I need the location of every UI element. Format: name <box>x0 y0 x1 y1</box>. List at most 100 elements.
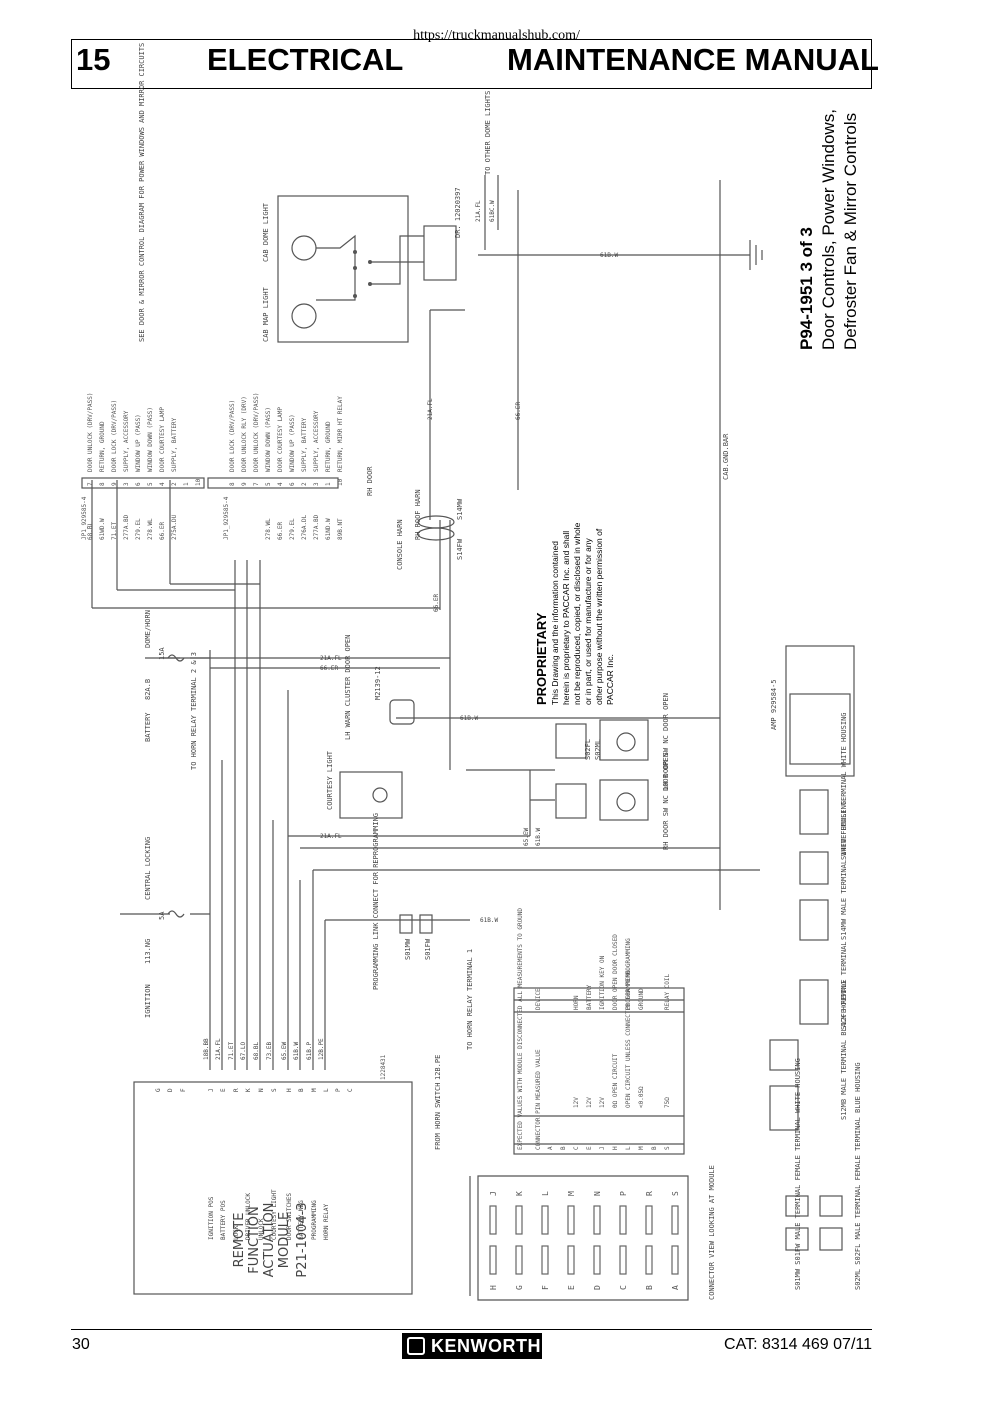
housing-s14mw-label: S14MW MALE TERMINAL WHITE HOUSING <box>840 801 848 940</box>
table-text: EXPECTED VALUES WITH MODULE DISCONNECTED… <box>517 908 671 1150</box>
dome-internal-wires <box>316 234 356 301</box>
module-spare-pin: G <box>155 1088 162 1092</box>
svg-text:REMOTE: REMOTE <box>232 1213 247 1268</box>
table-cell: A <box>547 1146 554 1150</box>
module-name-text: REMOTE FUNCTION ACTUATION MODULE P21-100… <box>232 1202 310 1277</box>
jp1-pin-number: 6 <box>289 482 296 486</box>
chapter-number: 15 <box>76 42 111 77</box>
fuse-5a-label: 5A <box>158 911 166 920</box>
module-pin-label: PROGRAMMING <box>311 1200 318 1240</box>
table-cell: <0.05Ω <box>638 1086 645 1108</box>
lh-warn-ref-label: M2139-12 <box>374 666 382 700</box>
dome-connector-label: DR. 12020397 <box>454 187 462 238</box>
module-pin-label: BATTERY NEG <box>298 1200 305 1240</box>
rh-roof-harn-label: RH ROOF HARN <box>414 489 422 540</box>
jp1-pin-number: 3 <box>123 482 130 486</box>
wire-66-er-a: 66.ER <box>320 665 338 672</box>
jp1-pin-number: 9 <box>241 482 248 486</box>
connector-pin-socket <box>489 1205 497 1235</box>
jp1-function: DOOR UNLOCK (DRV/PASS) <box>253 393 260 472</box>
jp1-function: DOOR LOCK (DRV/PASS) <box>111 400 118 472</box>
cab-gnd-bar-label: CAB.GND.BAR <box>722 433 730 480</box>
module-pin-letter: L <box>323 1088 330 1092</box>
lh-warn-label: LH WARN CLUSTER DOOR OPEN <box>344 635 352 740</box>
jp1-function: WINDOW UP (PASS) <box>135 414 142 472</box>
table-cell: B <box>560 1146 567 1150</box>
horizontal-runs <box>91 175 760 921</box>
table-cell: S <box>664 1146 671 1150</box>
connector-pin-label: M <box>567 1191 576 1196</box>
jp1-wire: 277A.BD <box>313 514 320 540</box>
rh-door-sw-label: RH DOOR SW NC DOOR OPEN <box>662 753 670 850</box>
dome-light-lamp <box>291 235 317 261</box>
module-pin-letter: M <box>311 1088 318 1092</box>
jp1-function: DOOR LOCK (DRV/PASS) <box>229 400 236 472</box>
expected-values-table <box>513 987 685 1155</box>
manual-title: MAINTENANCE MANUAL <box>507 42 879 77</box>
map-light-lamp <box>291 303 317 329</box>
module-pin-wire: 61B.P <box>306 1042 313 1060</box>
jp1-function: SUPPLY, BATTERY <box>301 417 308 472</box>
connector-pin-socket <box>567 1245 575 1275</box>
battery-wire-label: 82A.B <box>144 679 152 700</box>
table-cell: C <box>573 1146 580 1150</box>
proprietary-line: This Drawing and the information contain… <box>550 541 560 705</box>
module-pin-letter: R <box>233 1088 240 1092</box>
table-cell: 12V <box>573 1097 580 1108</box>
module-pin-letter: J <box>208 1088 215 1092</box>
table-header: MEASURED VALUE <box>535 1049 542 1100</box>
connector-pin-label: L <box>541 1191 550 1196</box>
module-pin-letter: E <box>220 1088 227 1092</box>
connector-pin-socket <box>489 1245 497 1275</box>
table-cell: IGNITION KEY ON <box>599 955 606 1010</box>
table-cell: L <box>625 1146 632 1150</box>
module-spare-pin: C <box>347 1088 354 1092</box>
jp1-wire: 277A.BD <box>123 514 130 540</box>
jp1-wire: 278.WL <box>147 518 154 540</box>
battery-label: BATTERY <box>144 712 152 742</box>
catalog-number: CAT: 8314 469 07/11 <box>724 1336 872 1353</box>
connector-pin-label: S <box>671 1191 680 1196</box>
jp1-wire: 66.ER <box>277 522 284 540</box>
jp1-pin-number: 7 <box>87 482 94 486</box>
wire-21a-fl-c: 21A.FL <box>427 398 434 420</box>
module-pin-label: IGNITION POS <box>208 1196 215 1240</box>
from-horn-wire-label: 12B.PE <box>434 1055 442 1080</box>
table-cell: PROGRAMMING <box>625 970 632 1010</box>
jp1-pin-number: 4 <box>277 482 284 486</box>
module-spare-pin: D <box>167 1088 174 1092</box>
s14mw-label: S14MW <box>456 498 464 520</box>
connector-pin-socket <box>567 1205 575 1235</box>
fuse-15a-symbol <box>167 654 185 662</box>
connector-pin-label: E <box>567 1285 576 1290</box>
s14fw-label: S14FW <box>456 538 464 560</box>
header-frame <box>71 39 872 89</box>
table-cell: 75Ω <box>664 1097 671 1108</box>
lh-door-switch-body <box>555 723 587 759</box>
connector-pin-socket <box>593 1245 601 1275</box>
s02fl-label: S02FL <box>584 739 592 760</box>
jp1-wire: 61ND.W <box>325 518 332 540</box>
module-pin-wire: 68.BL <box>253 1042 260 1060</box>
module-spare-pin: P <box>335 1088 342 1092</box>
wire-61bc-w: 61BC.W <box>489 200 496 222</box>
wire-61b-w-a: 61B.W <box>535 828 542 846</box>
module-pin-label: UNLOCK <box>258 1218 265 1240</box>
module-pin-letter: B <box>298 1088 305 1092</box>
connector-pin-label: D <box>593 1285 602 1290</box>
ignition-label: IGNITION <box>144 984 152 1018</box>
jp1-function: SUPPLY, ACCESSORY <box>313 410 320 472</box>
jp1-pin-number: 5 <box>265 482 272 486</box>
from-horn-switch-label: FROM HORN SWITCH <box>434 1083 442 1150</box>
jp1-function: DOOR UNLOCK (DRV/PASS) <box>87 393 94 472</box>
page-number: 30 <box>72 1336 90 1353</box>
housing-drawings <box>769 789 843 1251</box>
module-pin-letter: H <box>286 1088 293 1092</box>
rh-door-switch-body <box>555 783 587 819</box>
module-pin-wire: 61B.W <box>293 1042 300 1060</box>
jp1-ref: JP1_929585-4 <box>223 496 230 540</box>
